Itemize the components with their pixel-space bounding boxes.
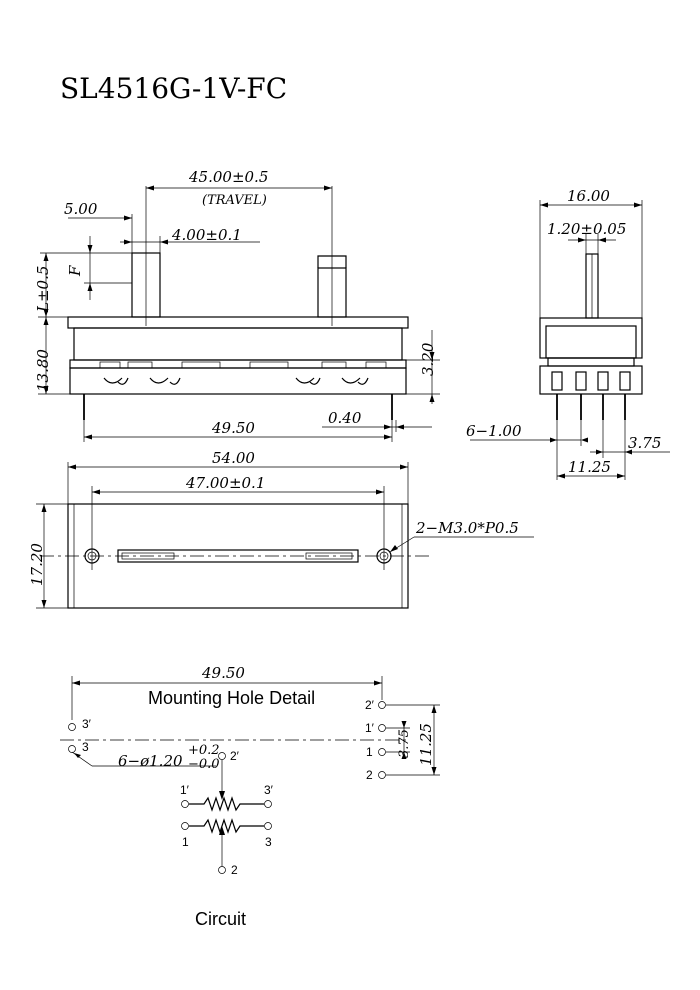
part-number-title: SL4516G-1V-FC: [60, 72, 287, 105]
mounting-hole-detail: 49.50 Mounting Hole Detail 3′ 3 2′ 6−ø1.…: [60, 664, 440, 782]
shaft-dimension: 1.20±0.05: [547, 220, 626, 238]
travel-note: (TRAVEL): [202, 193, 267, 208]
bottom-length-dimension: 54.00: [212, 449, 255, 467]
mount-pin-2p: 2′: [230, 749, 240, 763]
mounting-title: Mounting Hole Detail: [148, 688, 315, 708]
pins-dimension: 6−1.00: [466, 422, 522, 440]
mount-pin-3p: 3′: [82, 717, 92, 731]
pin-thickness-dimension: 0.40: [328, 409, 362, 427]
travel-dimension: 45.00±0.5: [188, 168, 268, 186]
screw-callout: 2−M3.0*P0.5: [415, 519, 519, 537]
mount-right-1p: 1′: [365, 721, 375, 735]
circuit-diagram: 1′ 3′ 1 3 2 Circuit: [180, 760, 274, 929]
knob-f-dimension: F: [66, 265, 84, 277]
front-dimensions: 45.00±0.5 (TRAVEL) 5.00 4.00±0.1 L±0.5 F…: [34, 168, 440, 442]
hole-span-dimension: 47.00±0.1: [185, 474, 265, 492]
knob-height-dimension: L±0.5: [34, 266, 52, 313]
slide-slot: [117, 549, 359, 563]
mounting-span-dimension: 49.50: [201, 664, 245, 682]
pin-span-dimension: 49.50: [211, 419, 255, 437]
mount-pitch-inner: 3.75: [397, 729, 412, 758]
mount-right-2p: 2′: [365, 698, 375, 712]
mount-pin-3: 3: [82, 740, 89, 754]
front-body-top: [67, 316, 409, 329]
hole-tol-minus: −0.0: [188, 757, 220, 772]
front-body-base: [69, 367, 407, 395]
hole-dia-callout: 6−ø1.20: [118, 752, 183, 770]
side-width-dimension: 16.00: [567, 187, 610, 205]
resistor-top: [189, 796, 264, 812]
side-pitch-outer: 11.25: [568, 458, 611, 476]
side-body: [539, 317, 643, 359]
mount-pitch-outer: 11.25: [417, 723, 435, 766]
bottom-dimensions: 54.00 47.00±0.1 17.20 2−M3.0*P0.5: [28, 449, 534, 609]
resistor-bottom: [189, 818, 264, 834]
circuit-label-3: 3: [265, 835, 272, 849]
body-height-dimension: 13.80: [34, 349, 52, 392]
mount-right-1: 1: [366, 745, 373, 759]
knob-width-dimension: 4.00±0.1: [171, 226, 242, 244]
side-pitch-inner: 3.75: [628, 434, 661, 452]
side-dimensions: 16.00 1.20±0.05 6−1.00 3.75 11.25: [466, 187, 670, 480]
circuit-label-2: 2: [231, 863, 238, 877]
circuit-label-1: 1: [182, 835, 189, 849]
bottom-width-dimension: 17.20: [28, 543, 46, 586]
knob-offset-dimension: 5.00: [64, 200, 98, 218]
mount-right-2: 2: [366, 768, 373, 782]
circuit-label-1p: 1′: [180, 783, 190, 797]
side-view: [539, 253, 643, 420]
front-view: [67, 252, 409, 420]
pin-height-dimension: 3.20: [419, 342, 437, 376]
hole-tol-plus: +0.2: [188, 743, 220, 758]
circuit-label-3p: 3′: [264, 783, 274, 797]
bottom-view: [40, 486, 430, 609]
circuit-title: Circuit: [195, 909, 246, 929]
